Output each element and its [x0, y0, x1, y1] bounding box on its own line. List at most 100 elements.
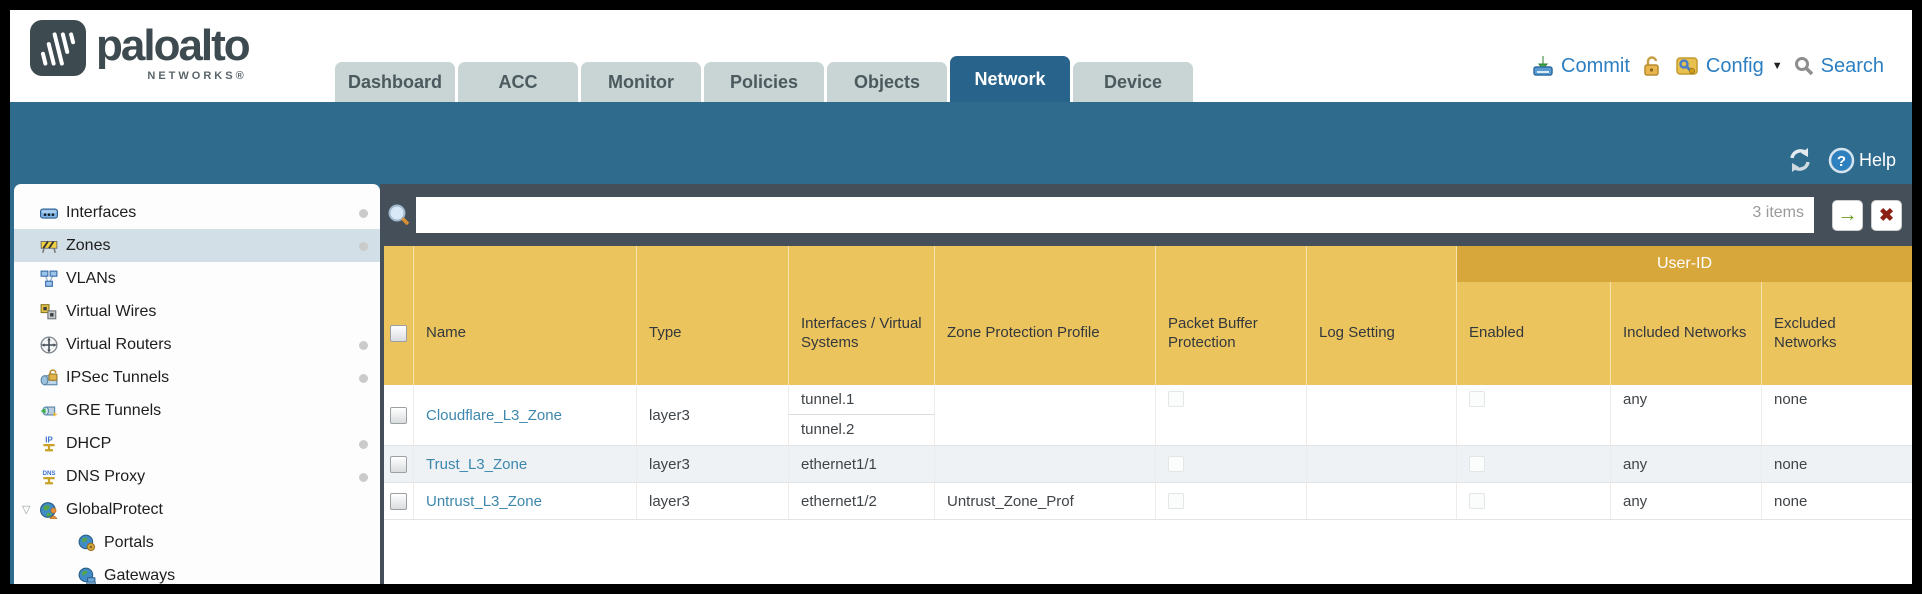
zone-interfaces-cell: ethernet1/2	[789, 483, 935, 519]
zones-table-panel: User-ID Name Type Interfaces / Virtual S…	[384, 246, 1912, 584]
zone-name-link[interactable]: Cloudflare_L3_Zone	[426, 406, 562, 424]
sidebar-label: IPSec Tunnels	[66, 368, 170, 386]
excluded-networks-cell: none	[1774, 455, 1808, 473]
row-checkbox[interactable]	[390, 455, 407, 473]
sidebar-item-gre-tunnels[interactable]: GRE Tunnels	[14, 394, 380, 427]
column-header-interfaces[interactable]: Interfaces / Virtual Systems	[789, 246, 935, 385]
user-id-enabled-checkbox[interactable]	[1469, 456, 1485, 472]
select-all-checkbox[interactable]	[390, 325, 407, 342]
packet-buffer-protection-checkbox[interactable]	[1168, 493, 1184, 509]
sidebar-item-ipsec-tunnels[interactable]: IPSec Tunnels	[14, 361, 380, 394]
expand-triangle-icon[interactable]: ▽	[22, 504, 31, 516]
zones-icon	[40, 240, 58, 253]
tab-objects[interactable]: Objects	[827, 62, 947, 102]
interface-entry: tunnel.2	[801, 421, 855, 438]
sidebar-label: Gateways	[104, 566, 176, 584]
sidebar-label: GRE Tunnels	[66, 401, 162, 419]
sidebar-item-zones[interactable]: Zones	[14, 229, 380, 262]
column-header-type[interactable]: Type	[637, 246, 789, 385]
filter-input[interactable]	[416, 197, 1814, 233]
paloalto-logo: paloalto NETWORKS®	[30, 20, 251, 82]
tab-dashboard[interactable]: Dashboard	[335, 62, 455, 102]
sidebar-label: Virtual Wires	[66, 302, 157, 320]
interface-entry: tunnel.1	[789, 385, 934, 415]
user-id-enabled-checkbox[interactable]	[1469, 391, 1485, 407]
sidebar-item-gateways[interactable]: Gateways	[14, 559, 380, 584]
config-label: Config	[1705, 54, 1764, 77]
packet-buffer-protection-checkbox[interactable]	[1168, 456, 1184, 472]
sidebar-dot	[359, 472, 368, 482]
packet-buffer-protection-cell	[1156, 483, 1307, 519]
filter-search-icon	[388, 204, 410, 226]
zone-protection-profile-cell	[935, 385, 1156, 445]
zone-interfaces-cell: tunnel.1 tunnel.2	[789, 385, 935, 445]
dhcp-icon: IP	[43, 435, 55, 451]
table-row-trust: Trust_L3_Zone layer3 ethernet1/1 any non…	[384, 446, 1912, 483]
sidebar-dot	[359, 373, 368, 383]
zone-type-cell: layer3	[637, 446, 789, 482]
sidebar-dot	[359, 340, 368, 350]
search-icon	[1794, 57, 1813, 76]
dns-proxy-icon: DNS	[42, 469, 56, 484]
sidebar-label: DNS Proxy	[66, 467, 146, 485]
lock-icon[interactable]	[1640, 54, 1664, 78]
virtual-routers-icon	[40, 335, 58, 354]
help-label: Help	[1858, 149, 1896, 170]
zones-table-header: User-ID Name Type Interfaces / Virtual S…	[384, 246, 1912, 385]
zone-name-link[interactable]: Untrust_L3_Zone	[426, 492, 542, 510]
search-button[interactable]: Search	[1793, 55, 1884, 78]
logo-networks-label: NETWORKS®	[147, 70, 247, 82]
top-header-bar: paloalto NETWORKS® Dashboard ACC Monitor…	[10, 10, 1912, 102]
included-networks-cell: any	[1611, 385, 1762, 445]
sidebar-item-vlans[interactable]: VLANs	[14, 262, 380, 295]
sidebar-item-virtual-routers[interactable]: Virtual Routers	[14, 328, 380, 361]
sidebar-item-interfaces[interactable]: Interfaces	[14, 196, 380, 229]
tab-device[interactable]: Device	[1073, 62, 1193, 102]
log-setting-cell	[1307, 385, 1457, 445]
sidebar-item-globalprotect[interactable]: ▽ GlobalProtect	[14, 493, 380, 526]
row-checkbox[interactable]	[390, 492, 407, 510]
red-x-icon: ✖	[1878, 205, 1895, 225]
help-icon: ?	[1828, 147, 1855, 173]
main-nav-tabs: Dashboard ACC Monitor Policies Objects N…	[335, 56, 1196, 102]
virtual-wires-icon	[40, 303, 57, 319]
table-row-untrust: Untrust_L3_Zone layer3 ethernet1/2 Untru…	[384, 483, 1912, 520]
config-icon	[1676, 57, 1698, 75]
excluded-networks-cell: none	[1774, 391, 1808, 408]
refresh-icon[interactable]	[1786, 146, 1814, 174]
user-id-enabled-checkbox[interactable]	[1469, 493, 1485, 509]
column-header-packet-buffer-protection[interactable]: Packet Buffer Protection	[1156, 246, 1307, 385]
column-header-zone-protection-profile[interactable]: Zone Protection Profile	[935, 246, 1156, 385]
tab-acc[interactable]: ACC	[458, 62, 578, 102]
commit-icon	[1533, 56, 1553, 76]
svg-text:IP: IP	[45, 435, 52, 444]
packet-buffer-protection-checkbox[interactable]	[1168, 391, 1184, 407]
tab-network[interactable]: Network	[950, 56, 1070, 102]
zone-type-cell: layer3	[637, 483, 789, 519]
column-header-log-setting[interactable]: Log Setting	[1307, 246, 1457, 385]
help-button[interactable]: ? Help	[1828, 147, 1896, 174]
sidebar-dot	[359, 241, 368, 251]
tab-monitor[interactable]: Monitor	[581, 62, 701, 102]
sidebar-item-dns-proxy[interactable]: DNS DNS Proxy	[14, 460, 380, 493]
sidebar-label: Virtual Routers	[66, 335, 172, 353]
sidebar-item-dhcp[interactable]: IP DHCP	[14, 427, 380, 460]
column-header-excluded-networks[interactable]: Excluded Networks	[1774, 314, 1837, 351]
clear-filter-button[interactable]: ✖	[1871, 199, 1902, 231]
zone-name-link[interactable]: Trust_L3_Zone	[426, 455, 528, 473]
column-header-included-networks[interactable]: Included Networks	[1611, 246, 1762, 385]
included-networks-cell: any	[1611, 446, 1762, 482]
sidebar-item-portals[interactable]: Portals	[14, 526, 380, 559]
svg-text:?: ?	[1837, 153, 1846, 170]
apply-filter-button[interactable]: →	[1832, 199, 1863, 231]
filter-bar: 3 items → ✖	[380, 184, 1912, 246]
sidebar-dot	[359, 208, 368, 218]
column-header-name[interactable]: Name	[414, 246, 637, 385]
tab-policies[interactable]: Policies	[704, 62, 824, 102]
column-header-enabled[interactable]: Enabled	[1457, 246, 1611, 385]
commit-button[interactable]: Commit	[1531, 54, 1630, 78]
sidebar-item-virtual-wires[interactable]: Virtual Wires	[14, 295, 380, 328]
row-checkbox[interactable]	[390, 406, 407, 424]
packet-buffer-protection-cell	[1156, 446, 1307, 482]
config-menu-button[interactable]: Config ▼	[1674, 54, 1783, 78]
